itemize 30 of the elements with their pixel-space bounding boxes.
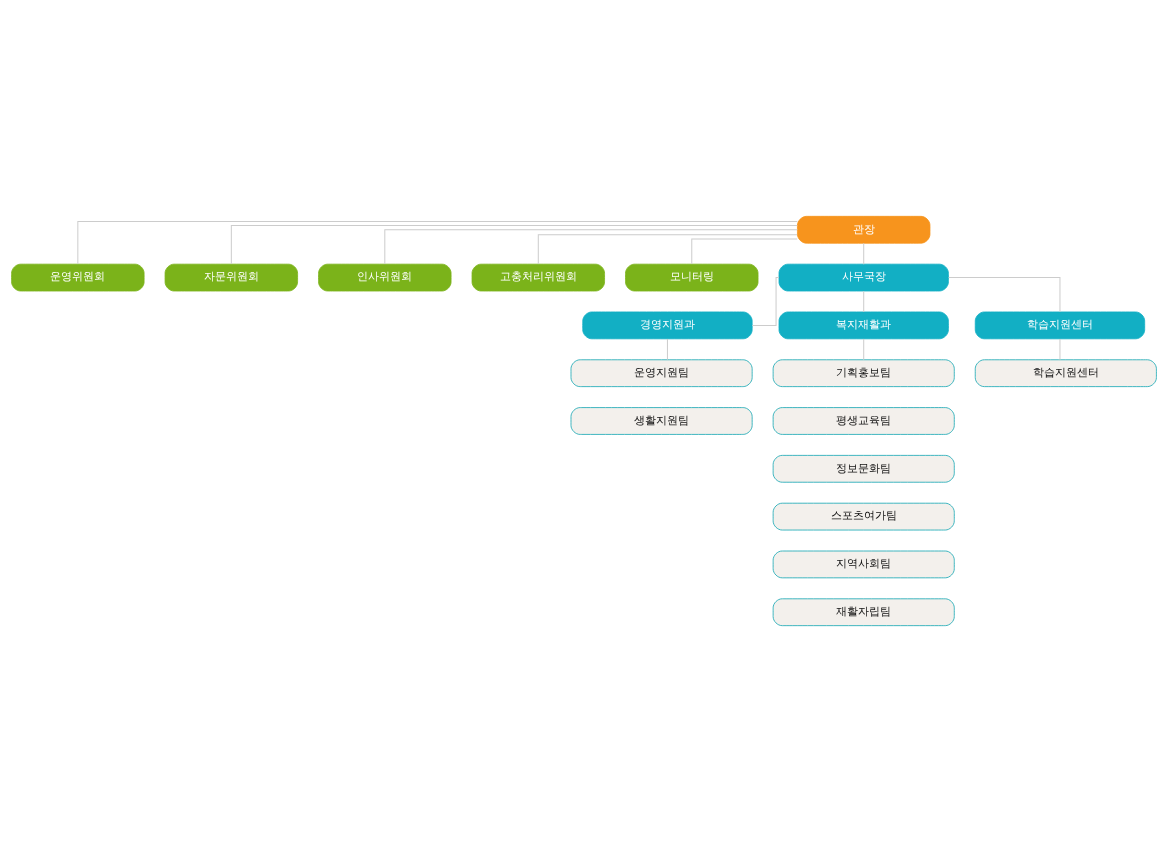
connector [751, 277, 780, 326]
connector [863, 242, 865, 265]
node-box: 경영지원과 [582, 311, 753, 340]
node-box: 생활지원팀 [570, 407, 753, 435]
node-box: 기획홍보팀 [772, 359, 955, 388]
node-box: 지역사회팀 [772, 550, 955, 579]
node-box: 스포츠여가팀 [772, 502, 955, 531]
node-box: 고충처리위원회 [471, 263, 605, 292]
node-box: 학습지원센터 [974, 359, 1157, 388]
connector [666, 338, 668, 361]
connector [948, 277, 1061, 313]
node-box: 모니터링 [625, 263, 759, 292]
node-box: 사무국장 [778, 263, 949, 292]
connector [77, 220, 798, 265]
node-box: 인사위원회 [318, 263, 452, 292]
node-box: 복지재활과 [778, 311, 949, 340]
connector [863, 338, 865, 361]
connector [691, 238, 798, 265]
node-box: 평생교육팀 [772, 407, 955, 435]
node-box: 운영위원회 [11, 263, 145, 292]
node-box: 학습지원센터 [974, 311, 1146, 340]
connector [537, 234, 798, 265]
connector [230, 225, 798, 265]
connector [863, 290, 865, 313]
node-box: 자문위원회 [164, 263, 298, 292]
node-box: 재활자립팀 [772, 598, 955, 627]
connector [384, 229, 798, 265]
node-box: 관장 [797, 215, 931, 244]
node-box: 운영지원팀 [570, 359, 753, 388]
node-box: 정보문화팀 [772, 454, 955, 483]
